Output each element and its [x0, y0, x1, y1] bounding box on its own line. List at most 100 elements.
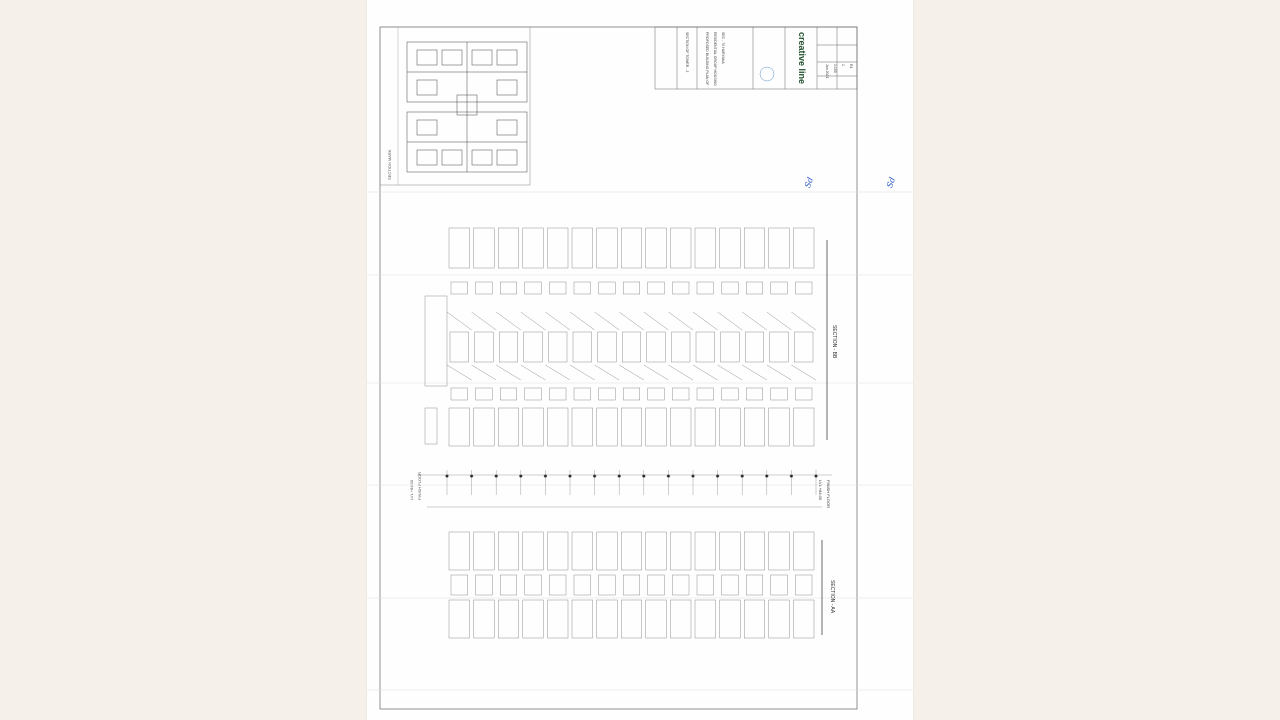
window-cell [647, 281, 665, 295]
room-cell [522, 531, 544, 571]
room-cell [473, 407, 495, 447]
project-line-1: PROPOSED BUILDING PLAN OF [705, 32, 709, 86]
stair-line [569, 364, 595, 381]
room-cell [670, 599, 692, 639]
window-cell [746, 387, 764, 401]
window-cell [623, 574, 641, 596]
grid-marker [592, 474, 597, 478]
stair-line [692, 311, 718, 331]
window-cell [450, 574, 468, 596]
stair-line [742, 311, 767, 331]
window-cell [450, 281, 468, 295]
room-cell [768, 407, 790, 447]
level-right-top: LVL +84.00 [818, 480, 823, 501]
stair-line [717, 311, 743, 331]
window-cell [573, 574, 591, 596]
window-cell [746, 281, 764, 295]
room-cell [498, 331, 518, 363]
stair-line [520, 364, 546, 381]
stair-line [594, 311, 620, 331]
date-value: Jan 2021 [825, 64, 829, 79]
title-block [654, 26, 858, 90]
grid-marker [789, 474, 794, 478]
architectural-drawing [367, 26, 913, 710]
room-cell [597, 331, 617, 363]
room-cell [497, 407, 519, 447]
room-cell [768, 531, 790, 571]
stair-line [496, 364, 521, 381]
window-cell [573, 281, 591, 295]
room-cell [522, 407, 544, 447]
grid-marker [691, 474, 695, 478]
room-cell [744, 599, 766, 639]
room-cell [768, 599, 790, 639]
section-mark-label: SECTION MARK [387, 149, 392, 180]
stair-line [569, 311, 595, 331]
room-cell [670, 407, 692, 447]
room-cell [620, 531, 642, 571]
section-bb-label: SECTION - BB [831, 325, 837, 359]
room-cell [769, 331, 789, 363]
room-cell [596, 531, 618, 571]
window-cell [696, 281, 714, 295]
room-cell [794, 331, 814, 363]
room-cell [523, 331, 543, 363]
stair-line [766, 364, 792, 381]
window-cell [672, 574, 690, 596]
room-cell [694, 227, 716, 269]
room-cell [571, 599, 593, 639]
room-cell [745, 331, 765, 363]
room-cell [547, 407, 569, 447]
grid-marker [494, 474, 498, 478]
stair-line [545, 364, 571, 381]
room-cell [744, 227, 766, 269]
room-cell [547, 227, 569, 269]
stair-line [668, 364, 694, 381]
window-cell [647, 387, 665, 401]
drawing-number: 1 [841, 64, 845, 66]
room-cell [448, 531, 470, 571]
room-cell [645, 599, 667, 639]
window-cell [795, 387, 813, 401]
room-cell [720, 331, 740, 363]
grid-marker [519, 474, 523, 478]
window-cell [721, 387, 739, 401]
window-cell [598, 387, 616, 401]
window-cell [746, 574, 764, 596]
window-cell [524, 281, 542, 295]
room-cell [448, 599, 470, 639]
room-cell [621, 331, 641, 363]
sheet-title: SECTION OF TOWER - 2 [685, 32, 689, 73]
section-aa [448, 531, 815, 639]
key-plan-frame [379, 26, 531, 186]
room-cell [670, 531, 692, 571]
core-block [424, 295, 448, 387]
room-cell [793, 531, 815, 571]
window-cell [475, 387, 493, 401]
window-cell [672, 387, 690, 401]
room-cell [694, 599, 716, 639]
window-cell [549, 387, 567, 401]
level-left-bottom: FINISH FLOOR [417, 471, 422, 500]
room-cell [571, 531, 593, 571]
window-cell [499, 574, 517, 596]
core-block [424, 407, 438, 445]
room-cell [522, 227, 544, 269]
room-cell [744, 407, 766, 447]
room-cell [548, 331, 568, 363]
grid-marker [445, 474, 449, 478]
grid-marker [666, 474, 671, 478]
room-cell [793, 407, 815, 447]
window-cell [721, 281, 739, 295]
room-cell [571, 227, 593, 269]
grid-marker [814, 474, 818, 478]
room-cell [768, 227, 790, 269]
stair-line [446, 364, 472, 381]
room-cell [620, 227, 642, 269]
key-plan [406, 41, 528, 173]
room-cell [448, 227, 470, 269]
room-cell [474, 331, 494, 363]
room-cell [522, 599, 544, 639]
window-cell [598, 574, 616, 596]
window-cell [770, 387, 788, 401]
